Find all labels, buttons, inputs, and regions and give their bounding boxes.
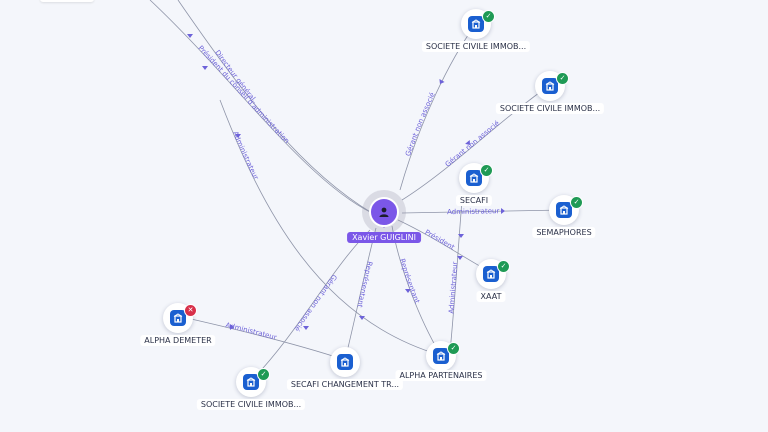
person-name: Xavier GUIGLINI <box>347 232 421 243</box>
arrow-icon <box>439 79 445 84</box>
edge-label: Président du conseil d'administration <box>196 44 290 145</box>
arrow-icon <box>187 34 193 38</box>
node-label: ALPHA PARTENAIRES <box>395 370 487 381</box>
person-pin[interactable] <box>369 197 399 227</box>
person-icon <box>379 207 389 217</box>
company-bubble[interactable] <box>476 259 506 289</box>
building-icon <box>466 170 482 186</box>
node-label: SOCIETE CIVILE IMMOB... <box>196 399 306 410</box>
check-icon: ✓ <box>480 164 493 177</box>
edge-label: Administrateur <box>225 321 278 342</box>
node-label: SOCIETE CIVILE IMMOB... <box>495 103 605 114</box>
company-bubble[interactable] <box>330 347 360 377</box>
arrow-icon <box>303 326 309 330</box>
check-icon: ✓ <box>570 196 583 209</box>
check-icon: ✓ <box>497 260 510 273</box>
edge-label: Administrateur <box>447 261 459 314</box>
arrow-icon <box>458 234 464 238</box>
building-icon <box>170 310 186 326</box>
arrow-icon <box>465 140 470 145</box>
node-label: SEMAPHORES <box>532 227 596 238</box>
edge-line <box>177 0 373 214</box>
edge-label: Représentant <box>355 260 373 308</box>
edge-line <box>219 99 441 356</box>
building-icon <box>483 266 499 282</box>
edge-label: Représentant <box>398 258 421 305</box>
edge-label: Président <box>423 228 456 252</box>
close-icon: ✕ <box>184 304 197 317</box>
arrow-icon <box>202 66 208 70</box>
arrow-icon <box>501 208 505 214</box>
arrow-icon <box>359 316 365 320</box>
node-label: SECAFI <box>455 195 493 206</box>
building-icon <box>468 16 484 32</box>
node-label: SOCIETE CIVILE IMMOB... <box>421 41 531 52</box>
building-icon <box>556 202 572 218</box>
node-label: ALPHA DEMETER <box>140 335 216 346</box>
edge-label: Directeur général <box>213 49 257 103</box>
edge-label: Gérant non associé <box>444 119 501 168</box>
node-label: SECAFI CHANGEMENT TR... <box>286 379 404 390</box>
building-icon <box>243 374 259 390</box>
offscreen-node-label[interactable] <box>40 0 94 2</box>
building-icon <box>433 348 449 364</box>
arrow-icon <box>230 324 234 330</box>
building-icon <box>542 78 558 94</box>
edge-arrows <box>187 34 505 330</box>
check-icon: ✓ <box>556 72 569 85</box>
building-icon <box>337 354 353 370</box>
edge-line <box>149 0 373 214</box>
arrow-icon <box>405 289 411 293</box>
check-icon: ✓ <box>257 368 270 381</box>
arrow-icon <box>235 134 241 138</box>
edge-label: Gérant non associé <box>404 91 437 157</box>
edge-label: Gérant non associé <box>292 273 338 333</box>
edge-label: Administrateur <box>447 207 500 216</box>
check-icon: ✓ <box>482 10 495 23</box>
node-label: XAAT <box>476 291 506 302</box>
check-icon: ✓ <box>447 342 460 355</box>
edge-label: Administrateur <box>231 130 260 181</box>
arrow-icon <box>457 256 463 260</box>
